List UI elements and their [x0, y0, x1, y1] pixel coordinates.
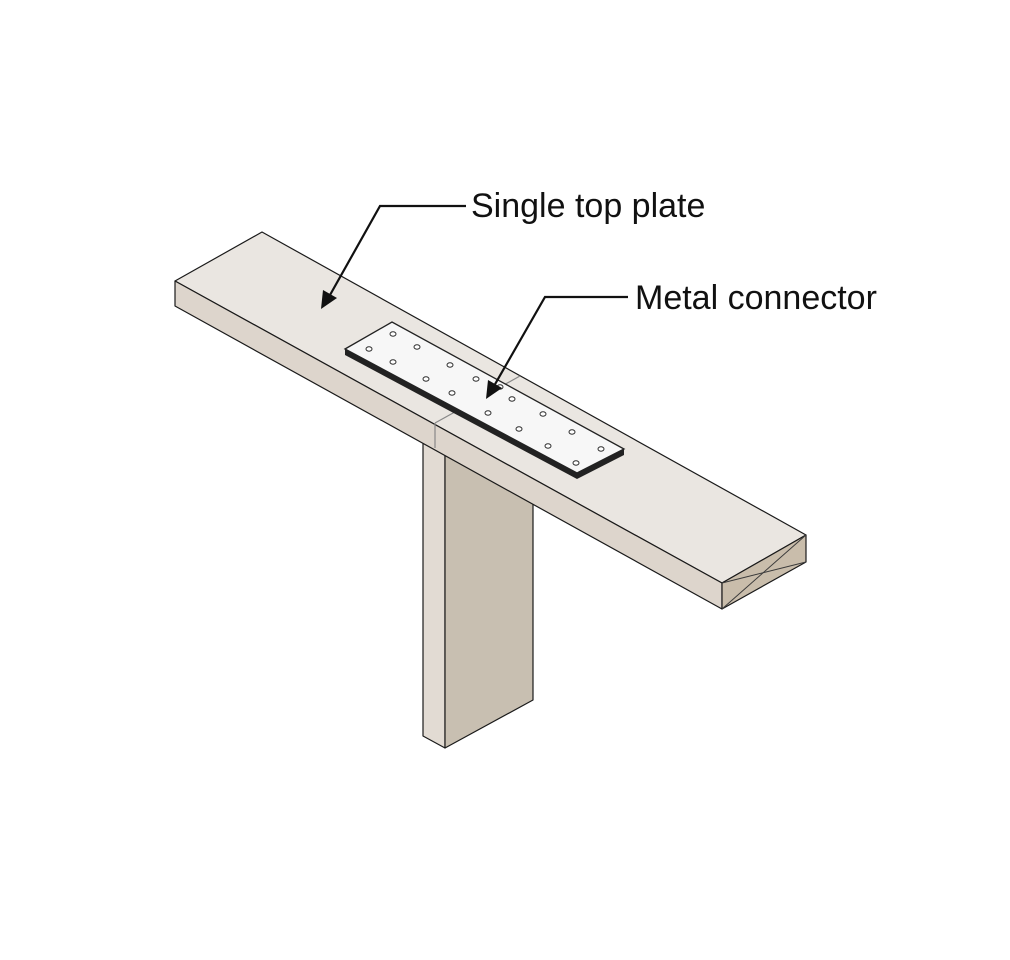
nail-hole	[422, 376, 430, 382]
connector-edge	[345, 349, 577, 479]
nail-hole	[568, 429, 576, 435]
leader-line	[493, 295, 628, 387]
stud-side-face	[422, 440, 446, 749]
nail-hole	[484, 410, 492, 416]
label-metal-connector: Metal connector	[635, 279, 877, 317]
connector-face	[343, 321, 626, 474]
leader-connector	[486, 295, 628, 399]
nail-hole	[389, 331, 397, 337]
end-grain-mark	[721, 534, 807, 610]
nail-hole	[539, 411, 547, 417]
arrowhead-icon	[321, 290, 337, 309]
nail-hole	[446, 362, 454, 368]
nail-hole	[448, 390, 456, 396]
nail-hole	[572, 460, 580, 466]
nail-hole	[413, 344, 421, 350]
nail-hole	[544, 443, 552, 449]
nail-hole	[597, 446, 605, 452]
label-single-top-plate: Single top plate	[471, 187, 705, 225]
nail-hole	[515, 426, 523, 432]
nail-holes	[365, 331, 605, 466]
connector-edge	[577, 449, 624, 479]
stud	[422, 440, 534, 749]
leader-line	[329, 204, 466, 296]
nail-hole	[472, 376, 480, 382]
nail-hole	[365, 346, 373, 352]
arrowhead-icon	[486, 380, 502, 399]
nail-hole	[508, 396, 516, 402]
metal-connector	[343, 321, 626, 479]
nail-hole	[389, 359, 397, 365]
leader-top-plate	[321, 204, 466, 309]
